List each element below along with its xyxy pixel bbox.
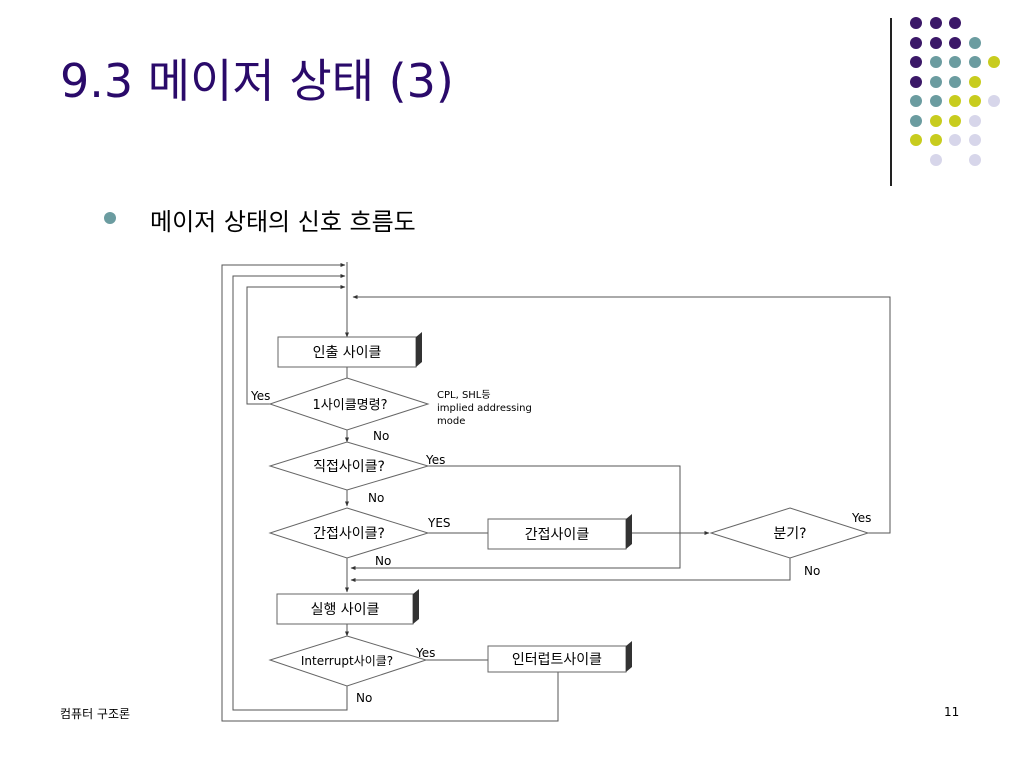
- edge-label-direct-yes: Yes: [425, 453, 445, 467]
- decorative-dot: [929, 75, 942, 88]
- line-branch-yes: [352, 295, 891, 534]
- decorative-dot: [968, 153, 981, 166]
- decorative-dot: [968, 36, 981, 49]
- fetch-cycle-label: 인출 사이클: [313, 345, 382, 361]
- decorative-dot: [968, 56, 981, 68]
- edge-label-branch-yes: Yes: [851, 511, 871, 525]
- indirect-cycle-box: 간접사이클: [487, 514, 632, 550]
- edge-label-interrupt-no: No: [356, 691, 372, 705]
- decorative-dot: [910, 134, 922, 146]
- decorative-dot: [929, 153, 942, 166]
- decorative-dot: [968, 134, 981, 146]
- line-q1-yes: [246, 285, 346, 405]
- decorative-dot: [968, 95, 981, 107]
- edge-label-direct-no: No: [368, 491, 384, 505]
- edge-label-indirect-yes: YES: [427, 516, 451, 530]
- connectors: [221, 262, 891, 722]
- line-branch-no: [350, 558, 791, 582]
- edge-label-q1-yes: Yes: [250, 389, 270, 403]
- decorative-dot: [949, 114, 961, 127]
- one-cycle-decision: 1사이클명령?: [268, 377, 430, 431]
- branch-label: 분기?: [773, 526, 806, 542]
- bullet-text: 메이저 상태의 신호 흐름도: [150, 208, 416, 236]
- decorative-dot: [910, 95, 922, 107]
- decorative-dot: [988, 95, 1000, 107]
- edge-label-indirect-no: No: [375, 554, 391, 568]
- direct-cycle-label: 직접사이클?: [313, 459, 385, 475]
- decorative-dot: [988, 56, 1000, 68]
- decorative-dot: [910, 114, 922, 127]
- indirect-cycle-label: 간접사이클: [525, 527, 590, 543]
- decorative-dot: [910, 56, 922, 68]
- decorative-dot: [929, 56, 942, 68]
- decorative-dot: [949, 36, 961, 49]
- decorative-dot: [968, 114, 981, 127]
- line-direct-yes: [350, 465, 681, 570]
- interrupt-cycle-label: 인터럽트사이클: [512, 652, 602, 668]
- decorative-dot: [929, 95, 942, 107]
- decorative-dot: [910, 17, 922, 29]
- decorative-dot: [949, 75, 961, 88]
- decorative-dot: [929, 114, 942, 127]
- interrupt-decision-label: Interrupt사이클?: [301, 654, 393, 668]
- title-divider: [890, 18, 892, 186]
- decorative-dot: [968, 75, 981, 88]
- line-interrupt-return: [221, 263, 559, 722]
- decorative-dot: [929, 36, 942, 49]
- indirect-cycle-decision: 간접사이클?: [268, 507, 430, 559]
- fetch-cycle-box: 인출 사이클: [277, 332, 422, 368]
- decorative-dot: [949, 17, 961, 29]
- decorative-dot: [910, 36, 922, 49]
- execute-cycle-label: 실행 사이클: [311, 602, 380, 618]
- bullet-icon: [104, 212, 116, 224]
- execute-cycle-box: 실행 사이클: [276, 589, 419, 625]
- one-cycle-label: 1사이클명령?: [313, 398, 388, 413]
- note-line-3: mode: [437, 416, 465, 427]
- line-interrupt-no: [232, 274, 348, 711]
- page-title: 9.3 메이저 상태 (3): [60, 54, 454, 108]
- edge-label-interrupt-yes: Yes: [415, 646, 435, 660]
- decorative-dot: [949, 134, 961, 146]
- interrupt-cycle-box: 인터럽트사이클: [487, 641, 632, 673]
- note-line-1: CPL, SHL등: [437, 389, 491, 401]
- decorative-dot: [929, 134, 942, 146]
- branch-decision: 분기?: [709, 507, 870, 559]
- decorative-dot: [949, 95, 961, 107]
- edge-label-q1-no: No: [373, 429, 389, 443]
- interrupt-decision: Interrupt사이클?: [268, 635, 428, 687]
- decorative-dot: [949, 56, 961, 68]
- note-line-2: implied addressing: [437, 403, 532, 414]
- footer-course-name: 컴퓨터 구조론: [60, 707, 131, 721]
- direct-cycle-decision: 직접사이클?: [268, 441, 430, 491]
- indirect-cycle-decision-label: 간접사이클?: [313, 526, 385, 542]
- decorative-dot: [910, 75, 922, 88]
- footer-page-number: 11: [944, 705, 960, 719]
- decorative-dot: [929, 17, 942, 29]
- edge-label-branch-no: No: [804, 564, 820, 578]
